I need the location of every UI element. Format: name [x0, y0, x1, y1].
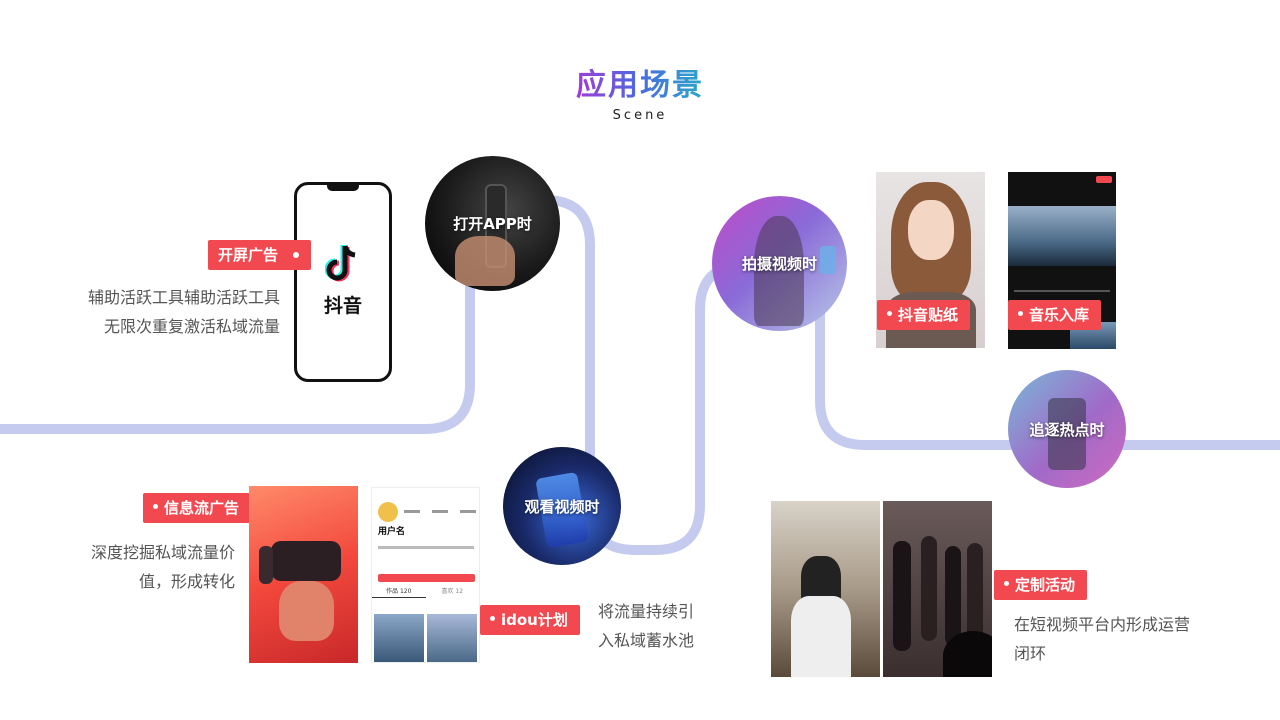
profile-stats: [404, 504, 476, 518]
circle-watch-video: 观看视频时: [503, 447, 621, 565]
douyin-brand-label: 抖音: [323, 295, 362, 317]
tag-sticker: 抖音贴纸: [877, 300, 971, 330]
douyin-logo-icon: [324, 243, 361, 283]
tag-splash-ad: 开屏广告: [208, 240, 312, 270]
page-subtitle: Scene: [612, 108, 668, 123]
selfie-person-graphic: [754, 216, 804, 326]
tag-custom-event: 定制活动: [994, 570, 1088, 600]
follow-button[interactable]: [378, 574, 475, 582]
vr-headset-photo: [249, 486, 358, 663]
runway-models-photo: [883, 501, 992, 677]
tag-feed-ad: 信息流广告: [143, 493, 252, 523]
phone-notch: [327, 185, 359, 191]
feed-description: 深度挖掘私域流量价 值，形成转化: [90, 543, 235, 591]
circle-shoot-video: 拍摄视频时: [712, 196, 847, 331]
idou-description: 将流量持续引 入私域蓄水池: [598, 602, 695, 650]
profile-screen-mock: 用户名 作品 120 喜欢 12: [371, 487, 480, 663]
event-description: 在短视频平台内形成运营 闭环: [1014, 615, 1191, 663]
tag-idou: idou计划: [480, 605, 580, 635]
circle-open-app: 打开APP时: [425, 156, 560, 291]
profile-tabs: 作品 120 喜欢 12: [372, 586, 479, 598]
next-button[interactable]: [1096, 176, 1112, 183]
page-title: 应用场景: [576, 68, 704, 103]
restaurant-crowd-photo: [771, 501, 880, 677]
tag-music: 音乐入库: [1008, 300, 1102, 330]
hand-graphic: [455, 236, 515, 286]
tab-likes[interactable]: 喜欢 12: [441, 588, 464, 595]
phone-mockup: 抖音: [294, 182, 392, 382]
selfie-phone-graphic: [820, 246, 836, 274]
avatar: [378, 502, 398, 522]
profile-username: 用户名: [378, 527, 406, 537]
trending-phone-graphic: [1048, 398, 1086, 470]
tab-works[interactable]: 作品 120: [372, 586, 426, 598]
circle-trending: 追逐热点时: [1008, 370, 1126, 488]
splash-description: 辅助活跃工具辅助活跃工具 无限次重复激活私域流量: [87, 288, 280, 336]
